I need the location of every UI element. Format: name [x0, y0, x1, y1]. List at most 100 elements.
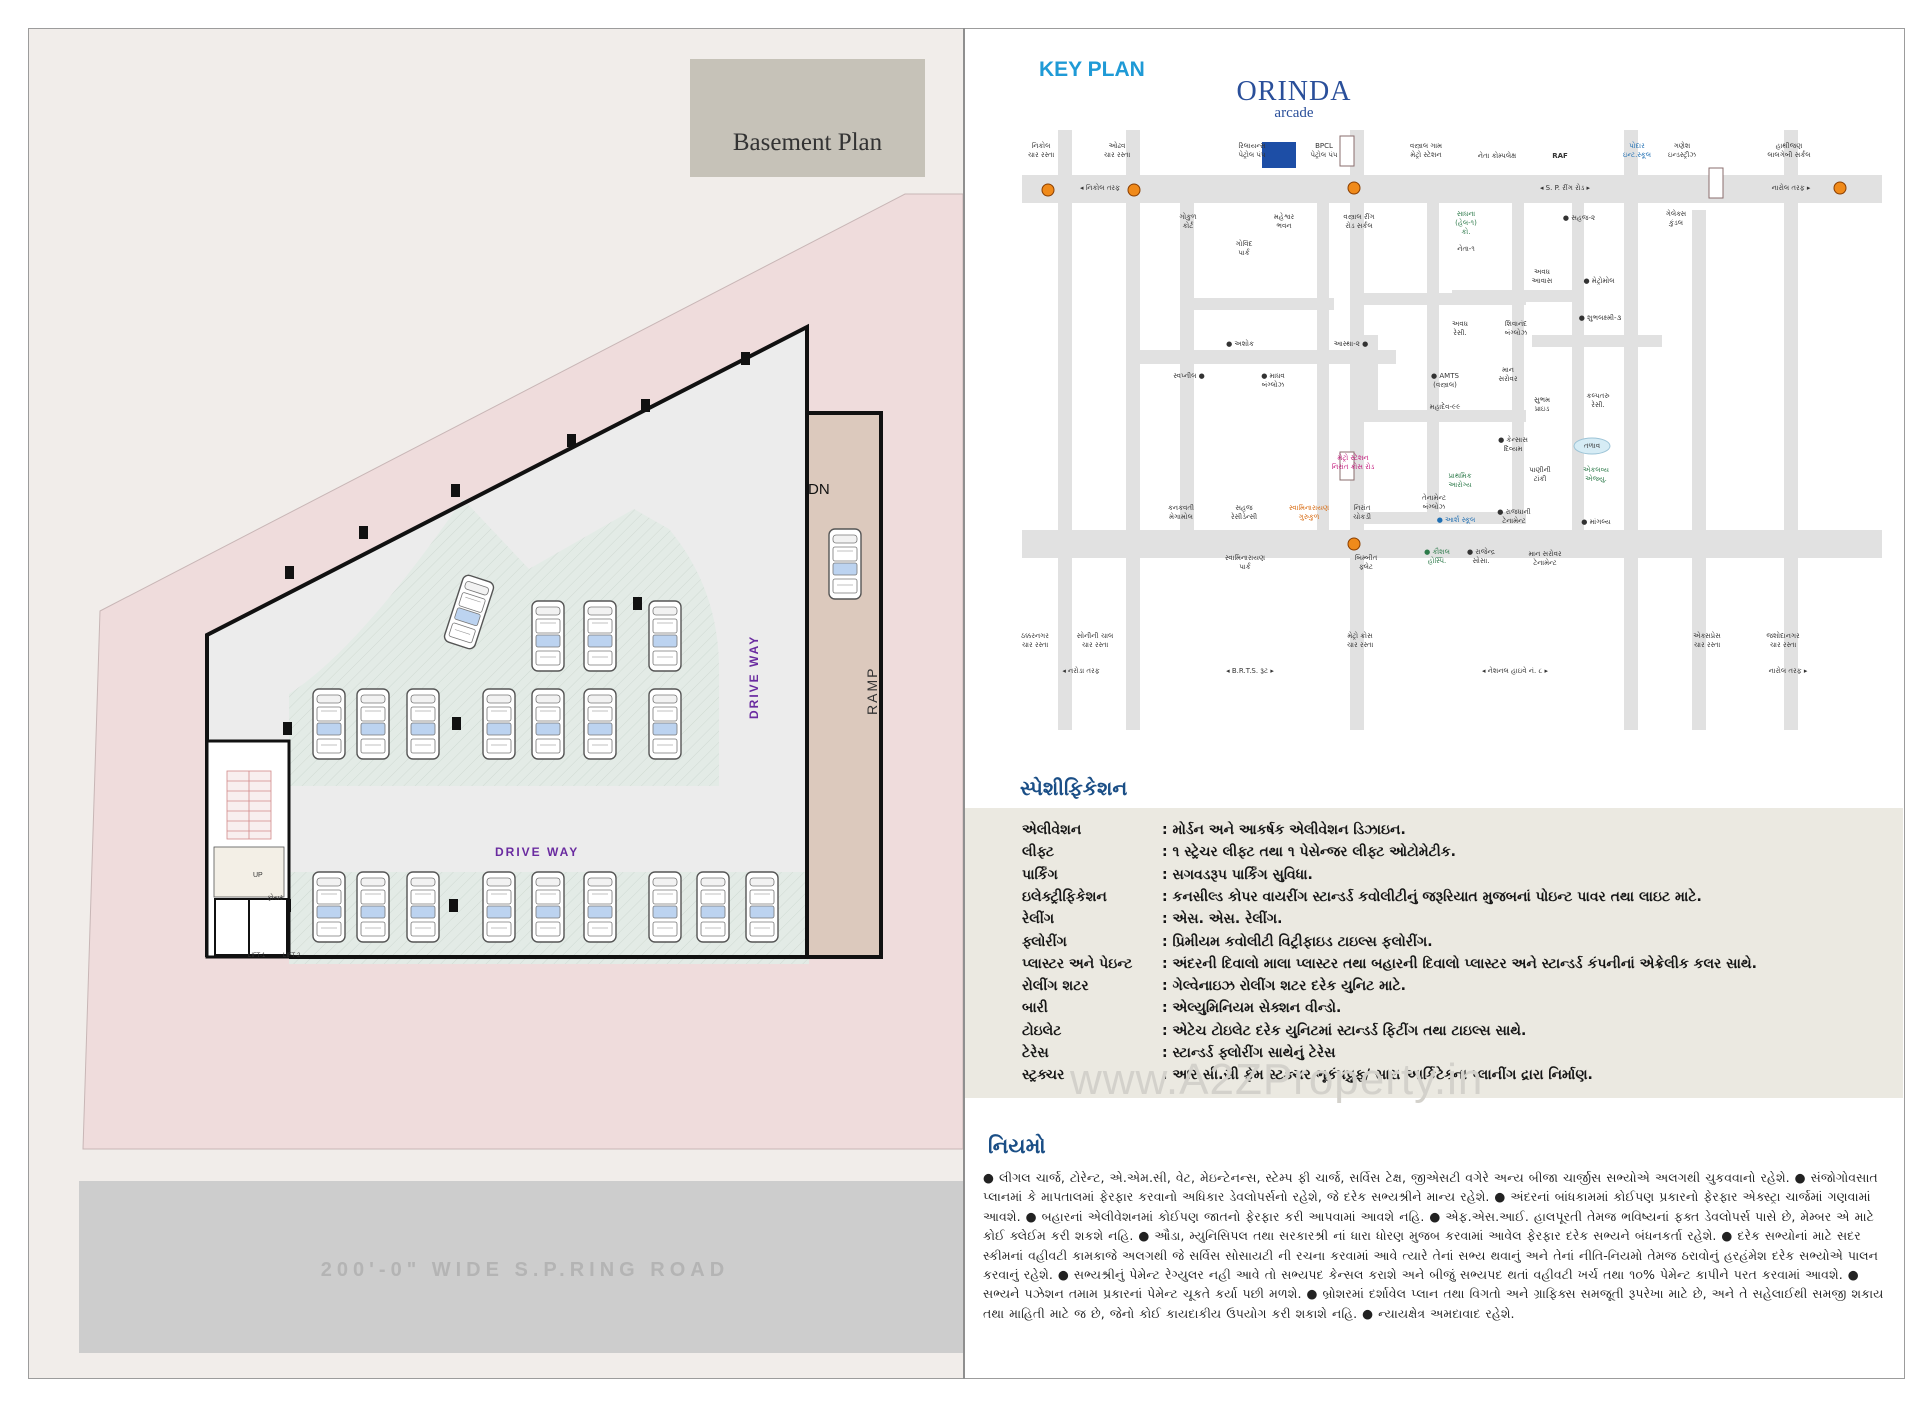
- map-label-madhav: ● માધવ બંગ્લોઝ: [1261, 372, 1285, 389]
- map-label-mangalya: ● માંગલ્ય: [1581, 518, 1611, 526]
- map-label-rajdhani: ● રાજધાની ટેનામેન્ટ: [1497, 508, 1531, 525]
- map-label-kensal: ● કેન્સાસ દિવ્યમ: [1498, 436, 1528, 453]
- map-label-soni-chali: સોનીની ચાલ ચાર રસ્તા: [1076, 632, 1114, 649]
- up-label: UP: [253, 872, 263, 879]
- spec-label: બારી: [1022, 1000, 1048, 1017]
- map-label-brts: ◂ B.R.T.S. રૂટ ▸: [1226, 667, 1274, 675]
- dn-label: DN: [808, 481, 830, 498]
- rules-text: ● લીગલ ચાર્જ, ટોરેન્ટ, એ.એમ.સી, વેટ, મેઇ…: [983, 1170, 1884, 1321]
- map-label-vastral-ring: વસ્ત્રાલ રીંગ રોડ સર્કલ: [1343, 213, 1375, 230]
- lake: [1573, 437, 1611, 455]
- spec-label: ઇલેક્ટ્રીફિકેશન: [1022, 888, 1107, 905]
- key-plan-title: KEY PLAN: [1039, 58, 1145, 81]
- basement-plan-drawing: [82, 193, 963, 1150]
- ring-road-band: 200'-0" WIDE S.P.RING ROAD: [79, 1181, 963, 1353]
- spec-value: : સ્ટાન્ડર્ડ ફ્લોરીંગ સાથેનું ટેરેસ: [1162, 1045, 1336, 1061]
- orinda-logo: ORINDA arcade: [1236, 76, 1352, 121]
- map-label-sp-ring: ◂ S. P. રીંગ રોડ ▸: [1539, 184, 1591, 192]
- map-label-swaminarayan-park: સ્વામિનારાયણ પાર્ક: [1224, 554, 1266, 571]
- map-label-jashoda: જશોદાનગર ચાર રસ્તા: [1766, 632, 1800, 649]
- spec-value: : પ્રિમીયમ કવોલીટી વિટ્રીફાઇડ ટાઇલ્સ ફલો…: [1162, 933, 1433, 950]
- spec-value: : મોર્ડન અને આકર્ષક એલીવેશન ડિઝાઇન.: [1162, 822, 1406, 838]
- map-label-sahaj: ● સહજ-૨: [1562, 214, 1596, 222]
- map-label-metro-station: મેટ્રો સ્ટેશન નિરાંત ક્રોસ રોડ: [1331, 454, 1375, 471]
- map-label-gokul: ગોકુળ કોર્ટ: [1179, 213, 1197, 230]
- lift-2-label: LIFT-2: [283, 953, 301, 959]
- map-label-nh8: ◂ નેશનલ હાઇવે નં. ૮ ▸: [1481, 667, 1549, 675]
- spec-label: રોલીંગ શટર: [1022, 978, 1089, 995]
- site-marker: [1262, 142, 1296, 168]
- map-label-panini: પાણીની ટાંકી: [1529, 466, 1551, 483]
- map-label-bpcl: BPCL પેટ્રોલ પંપ: [1310, 142, 1338, 159]
- map-label-reliance: રિલાયન્સ પેટ્રોલ પંપ: [1238, 142, 1266, 159]
- map-label-bimbit: બિમ્બીત ફ્લેટ: [1354, 554, 1378, 571]
- map-label-podar: પોદાર ઇન્ટ.સ્કૂલ: [1622, 142, 1651, 159]
- map-label-hathijan: હાથીજણ લાલગેબી સર્કલ: [1767, 142, 1811, 159]
- map-label-kankavati: કનકવતી મેગામોલ: [1167, 504, 1195, 521]
- map-label-narol-top: નારોલ તરફ ▸: [1771, 184, 1811, 192]
- metro-markers: [1339, 135, 1724, 481]
- spec-label: ટેરેસ: [1022, 1045, 1049, 1061]
- panel-divider: [963, 28, 965, 1379]
- drive-way-vertical-label: DRIVE WAY: [747, 634, 761, 719]
- map-label-narol-bottom: નારોલ તરફ ▸: [1768, 667, 1808, 675]
- map-label-talav: તળાવ: [1583, 442, 1601, 450]
- watermark: www.A2ZProperty.in: [1070, 1055, 1484, 1104]
- map-label-galaxy: ગેલેક્સ કુંડલ: [1665, 210, 1687, 227]
- map-label-shivanand: શિવાનંદ બંગ્લોઝ: [1504, 320, 1528, 337]
- specification-heading: સ્પેશીફિકેશન: [1020, 776, 1128, 800]
- spec-label: સ્ટ્રક્ચર: [1022, 1067, 1065, 1084]
- spec-value: : ગેલ્વેનાઇઝ રોલીંગ શટર દરેક યુનિટ માટે.: [1162, 978, 1406, 995]
- map-label-raf: RAF: [1552, 152, 1568, 160]
- map-label-sahaj-res: સહજ રેસીડેન્સી: [1230, 504, 1258, 521]
- brand-name: ORINDA: [1236, 76, 1352, 107]
- spec-label: ફ્લોરીંગ: [1022, 933, 1067, 950]
- spec-value: : આર.સી.સી ફ્રેમ સ્ટ્રક્ચર ભૂકંપપ્રુફ/ સ…: [1162, 1067, 1593, 1084]
- map-label-express: એક્સપ્રેસ ચાર રસ્તા: [1693, 632, 1721, 649]
- map-label-mahesh: મહેશ્વર ભવન: [1273, 213, 1295, 230]
- ramp-label: RAMP: [864, 666, 880, 715]
- drive-way-label: DRIVE WAY: [495, 845, 580, 859]
- spec-label: એલીવેશન: [1022, 822, 1082, 838]
- map-label-metromol: ● મેટ્રોમોલ: [1583, 277, 1615, 285]
- map-label-swapnil: સ્વપ્નીલ ●: [1173, 372, 1205, 380]
- map-label-ashok: ● અશોક: [1226, 340, 1254, 348]
- map-label-astha: આસ્થા-૨ ●: [1333, 340, 1369, 348]
- junction-dots: [1041, 181, 1847, 551]
- ring-road-label: 200'-0" WIDE S.P.RING ROAD: [320, 1259, 730, 1281]
- map-label-prathmik: પ્રાથમિક આરોગ્ય: [1448, 472, 1472, 489]
- map-label-odhav: ઓઢવ ચાર રસ્તા: [1103, 142, 1131, 159]
- spec-value: : ૧ સ્ટ્રેચર લીફ્ટ તથા ૧ પેસેન્જર લીફ્ટ …: [1162, 844, 1456, 861]
- map-label-neta-complex: નેતા કોમ્પલેક્ષ: [1477, 152, 1517, 160]
- map-label-swaminarayan: સ્વામિનારાયણ ગુરુકુળ: [1288, 504, 1330, 521]
- spec-value: : અંદરની દિવાલો માલા પ્લાસ્ટર તથા બહારની…: [1162, 955, 1757, 972]
- map-label-sadhana: સાધના (હેલ-૧) કો.: [1455, 210, 1477, 236]
- map-label-mahadev: મહાદેવ-૯૯: [1429, 403, 1461, 411]
- spec-value: : એસ. એસ. રેલીંગ.: [1162, 911, 1283, 928]
- brand-sub: arcade: [1274, 105, 1314, 121]
- rules-heading: નિયમો: [988, 1134, 1046, 1158]
- basement-plan-panel: Basement Plan DRIVE WAY DRIVE WAY RAMP D…: [29, 29, 963, 1378]
- spec-label: ટોઇલેટ: [1022, 1022, 1062, 1039]
- basement-title-box: Basement Plan: [690, 59, 925, 177]
- spec-label: રેલીંગ: [1022, 911, 1055, 928]
- spec-value: : કનસીલ્ડ કોપર વાયરીંગ સ્ટાન્ડર્ડ કવોલીટ…: [1162, 888, 1702, 905]
- map-label-metro-cross: મેટ્રો ક્રોસ ચાર રસ્તા: [1346, 632, 1374, 649]
- map-label-kaushal: ● કૌશલ હોસ્પિ.: [1424, 548, 1450, 565]
- spec-value: : સગવડરૂપ પાર્કિંગ સુવિધા.: [1162, 866, 1313, 883]
- map-label-rajendra: ● રાજેન્દ્ર સોસા.: [1467, 548, 1495, 565]
- map-label-gobind: ગોવિંદ પાર્ક: [1235, 240, 1253, 257]
- map-label-man2: માન સરોવર ટેનામેન્ટ: [1528, 550, 1562, 567]
- spec-value: : એલ્યુમિનિયમ સેક્શન વીન્ડો.: [1162, 1000, 1342, 1017]
- map-label-neta1: નેતા-૧: [1457, 245, 1475, 253]
- map-label-naroda: ◂ નરોડા તરફ: [1062, 667, 1100, 675]
- key-plan-map: [1022, 130, 1882, 730]
- map-label-ekta: એકલવ્ય એજ્યુ.: [1582, 466, 1610, 483]
- basement-title: Basement Plan: [732, 129, 883, 156]
- spec-label: પાર્કિંગ: [1022, 866, 1058, 883]
- spec-label: પ્લાસ્ટર અને પેઇન્ટ: [1022, 955, 1133, 972]
- map-label-nikol: નિકોલ ચાર રસ્તા: [1027, 142, 1055, 159]
- map-label-subham: સુભમ પ્રાઇડ: [1533, 396, 1551, 413]
- map-label-avadh: અવધ આવાસ: [1531, 268, 1553, 285]
- foyer-label: ફોયર: [267, 895, 284, 902]
